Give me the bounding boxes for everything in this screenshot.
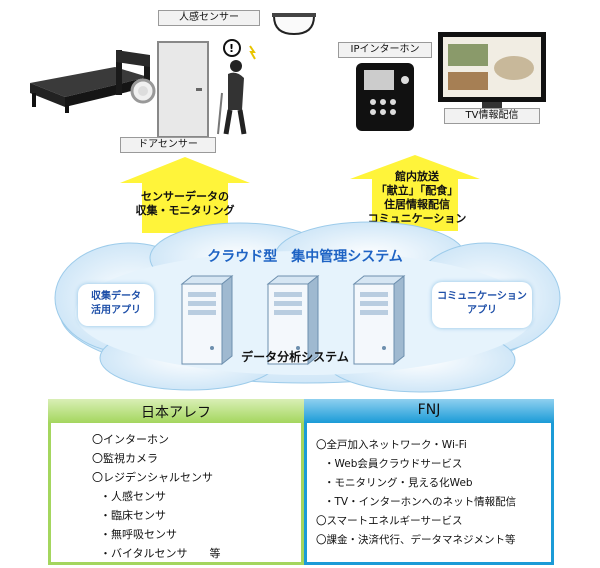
list-item: ・Web会員クラウドサービス bbox=[324, 458, 463, 470]
list-item: ・無呼吸センサ bbox=[100, 528, 177, 541]
arrow-right-line-3: 住居情報配信 bbox=[384, 198, 450, 211]
right-app-line-1: コミュニケーション bbox=[437, 291, 527, 302]
cloud-title: クラウド型 集中管理システム bbox=[207, 249, 403, 265]
server-1-icon bbox=[180, 274, 234, 366]
arrow-right-line-4: コミュニケーション bbox=[367, 212, 467, 225]
left-app-line-2: 活用アプリ bbox=[91, 305, 141, 316]
server-2-icon bbox=[266, 274, 320, 366]
arrow-right-line-2: 「献立」「配食」 bbox=[375, 184, 459, 197]
left-panel-title: 日本アレフ bbox=[141, 405, 211, 421]
list-item: ・臨床センサ bbox=[100, 509, 166, 522]
list-item: 〇課金・決済代行、データマネジメント等 bbox=[316, 534, 516, 546]
left-app-line-1: 収集データ bbox=[91, 291, 141, 302]
ceiling-sensor-icon bbox=[272, 13, 316, 36]
left-panel-header bbox=[48, 399, 304, 423]
arrow-left-line-1: センサーデータの bbox=[141, 190, 229, 203]
arrow-left-line-2: 収集・モニタリング bbox=[135, 204, 235, 217]
tv-icon bbox=[438, 32, 546, 108]
list-item: ・TV・インターホンへのネット情報配信 bbox=[324, 496, 517, 508]
right-app-box: コミュニケーション アプリ bbox=[432, 282, 532, 328]
door-sensor-icon bbox=[130, 78, 156, 104]
analysis-label: データ分析システム bbox=[241, 350, 349, 364]
right-app-line-2: アプリ bbox=[467, 305, 497, 316]
bed-illustration bbox=[30, 50, 150, 113]
left-app-box: 収集データ 活用アプリ bbox=[78, 284, 154, 326]
right-panel-list: 〇全戸加入ネットワーク・Wi-Fi ・Web会員クラウドサービス ・モニタリング… bbox=[316, 436, 516, 550]
ip-intercom-icon bbox=[356, 63, 414, 131]
list-item: 〇スマートエネルギーサービス bbox=[316, 515, 463, 527]
list-item: 〇監視カメラ bbox=[92, 452, 158, 465]
door-sensor-label: ドアセンサー bbox=[120, 137, 216, 153]
list-item: 〇全戸加入ネットワーク・Wi-Fi bbox=[316, 439, 467, 451]
right-panel-title: FNJ bbox=[417, 402, 441, 418]
tv-info-label: TV情報配信 bbox=[444, 108, 540, 124]
right-panel-header bbox=[304, 399, 554, 423]
list-item: 〇インターホン bbox=[92, 433, 169, 446]
ip-intercom-label: IPインターホン bbox=[338, 42, 432, 58]
arrow-left-text: センサーデータの 収集・モニタリング bbox=[118, 190, 252, 218]
arrow-right-line-1: 館内放送 bbox=[395, 170, 439, 183]
right-panel bbox=[304, 399, 554, 565]
list-item: 〇レジデンシャルセンサ bbox=[92, 471, 213, 484]
motion-sensor-label: 人感センサー bbox=[158, 10, 260, 26]
left-panel-list: 〇インターホン 〇監視カメラ 〇レジデンシャルセンサ ・人感センサ ・臨床センサ… bbox=[92, 430, 221, 563]
door-illustration bbox=[157, 41, 209, 138]
list-item: ・人感センサ bbox=[100, 490, 166, 503]
list-item: ・バイタルセンサ 等 bbox=[100, 547, 221, 560]
arrow-right-text: 館内放送 「献立」「配食」 住居情報配信 コミュニケーション bbox=[352, 170, 482, 226]
svg-text:!: ! bbox=[229, 42, 234, 55]
left-panel bbox=[48, 399, 304, 565]
elderly-person-illustration: ! bbox=[217, 39, 256, 135]
arrow-left bbox=[120, 157, 250, 233]
server-3-icon bbox=[352, 274, 406, 366]
arrow-right bbox=[350, 155, 480, 231]
list-item: ・モニタリング・見える化Web bbox=[324, 477, 473, 489]
